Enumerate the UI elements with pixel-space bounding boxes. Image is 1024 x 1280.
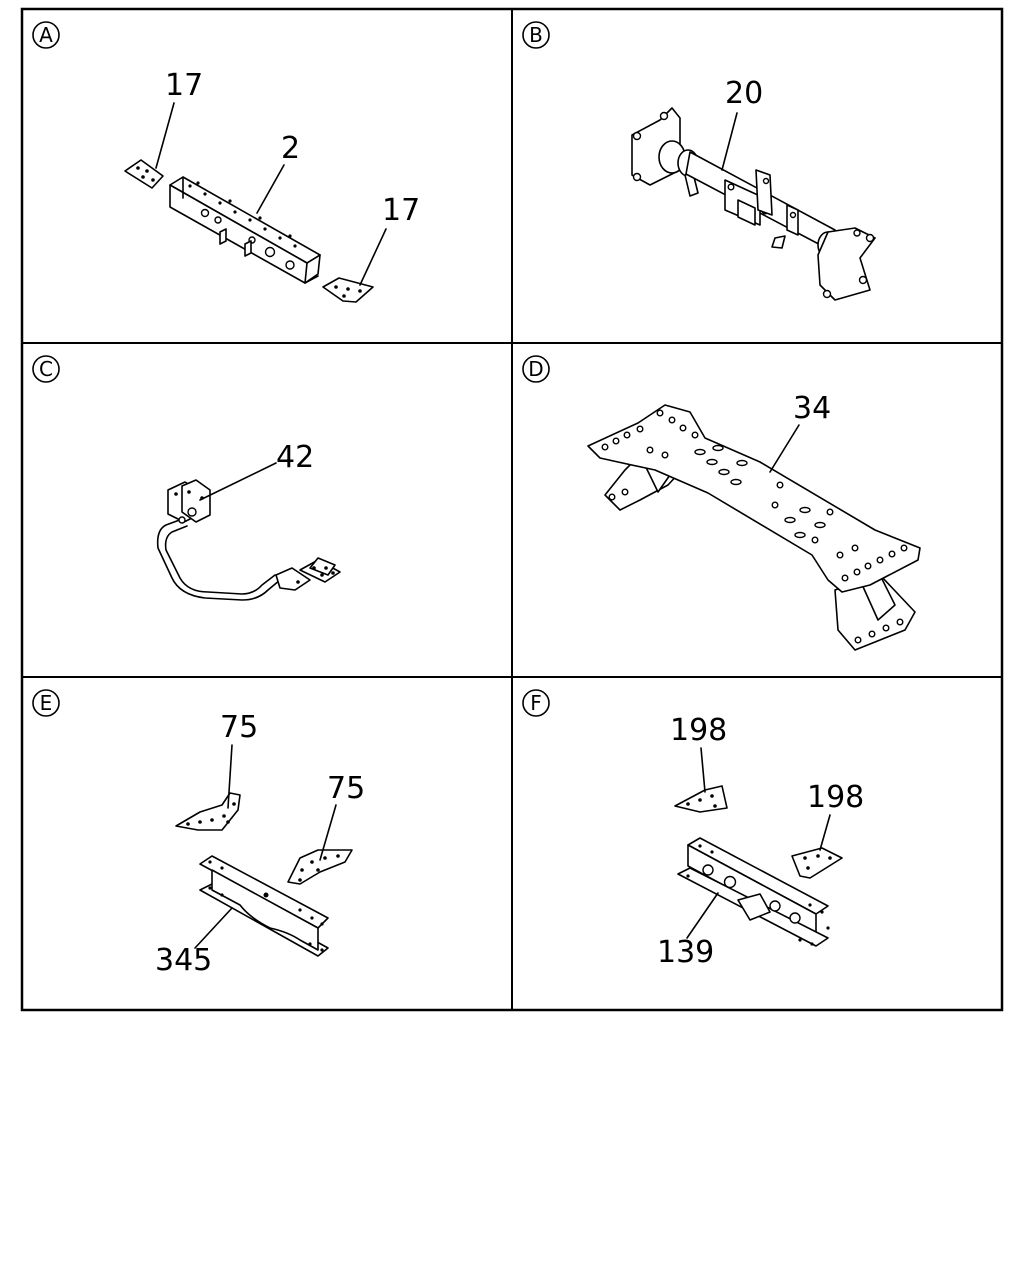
cross-member-345	[199, 855, 329, 957]
callout-20: 20	[725, 76, 763, 111]
callout-198: 198	[807, 780, 864, 815]
bracket-plate-17-right	[322, 277, 374, 303]
callout-198: 198	[670, 713, 727, 748]
bracket-75-left	[175, 792, 241, 831]
panel-d-badge: D	[522, 355, 550, 383]
panel-b-badge: B	[522, 21, 550, 49]
stabilizer-bar-42	[156, 479, 341, 601]
bracket-plate-17-left	[124, 159, 164, 189]
panel-c: C 42	[32, 355, 341, 601]
bracket-198-right	[791, 847, 843, 879]
callout-34: 34	[793, 391, 831, 426]
panel-b: B 20	[522, 21, 876, 301]
callout-75: 75	[220, 710, 258, 745]
svg-text:A: A	[39, 23, 53, 47]
panel-a-badge: A	[32, 21, 60, 49]
callout-139: 139	[657, 935, 714, 970]
panel-a: A	[32, 21, 420, 303]
panel-e-badge: E	[32, 689, 60, 717]
cross-member-20	[631, 107, 876, 301]
callout-75: 75	[327, 771, 365, 806]
panel-grid	[20, 7, 1004, 1012]
callout-345: 345	[155, 943, 212, 978]
svg-text:B: B	[529, 23, 543, 47]
svg-text:F: F	[530, 691, 542, 715]
panel-e: E 75 75 345	[32, 689, 365, 978]
cross-member-2	[169, 176, 321, 284]
panel-c-badge: C	[32, 355, 60, 383]
cross-member-139	[677, 837, 830, 947]
callout-17: 17	[382, 193, 420, 228]
panel-f-badge: F	[522, 689, 550, 717]
svg-text:D: D	[528, 357, 543, 381]
panel-d: D	[522, 355, 921, 651]
panel-f: F 198 198 139	[522, 689, 864, 970]
svg-text:E: E	[40, 691, 53, 715]
cross-member-34	[587, 404, 921, 651]
svg-text:C: C	[39, 357, 53, 381]
callout-2: 2	[281, 131, 300, 166]
callout-17: 17	[165, 68, 203, 103]
bracket-75-right	[287, 849, 353, 885]
callout-42: 42	[276, 440, 314, 475]
bracket-198-left	[674, 785, 728, 813]
